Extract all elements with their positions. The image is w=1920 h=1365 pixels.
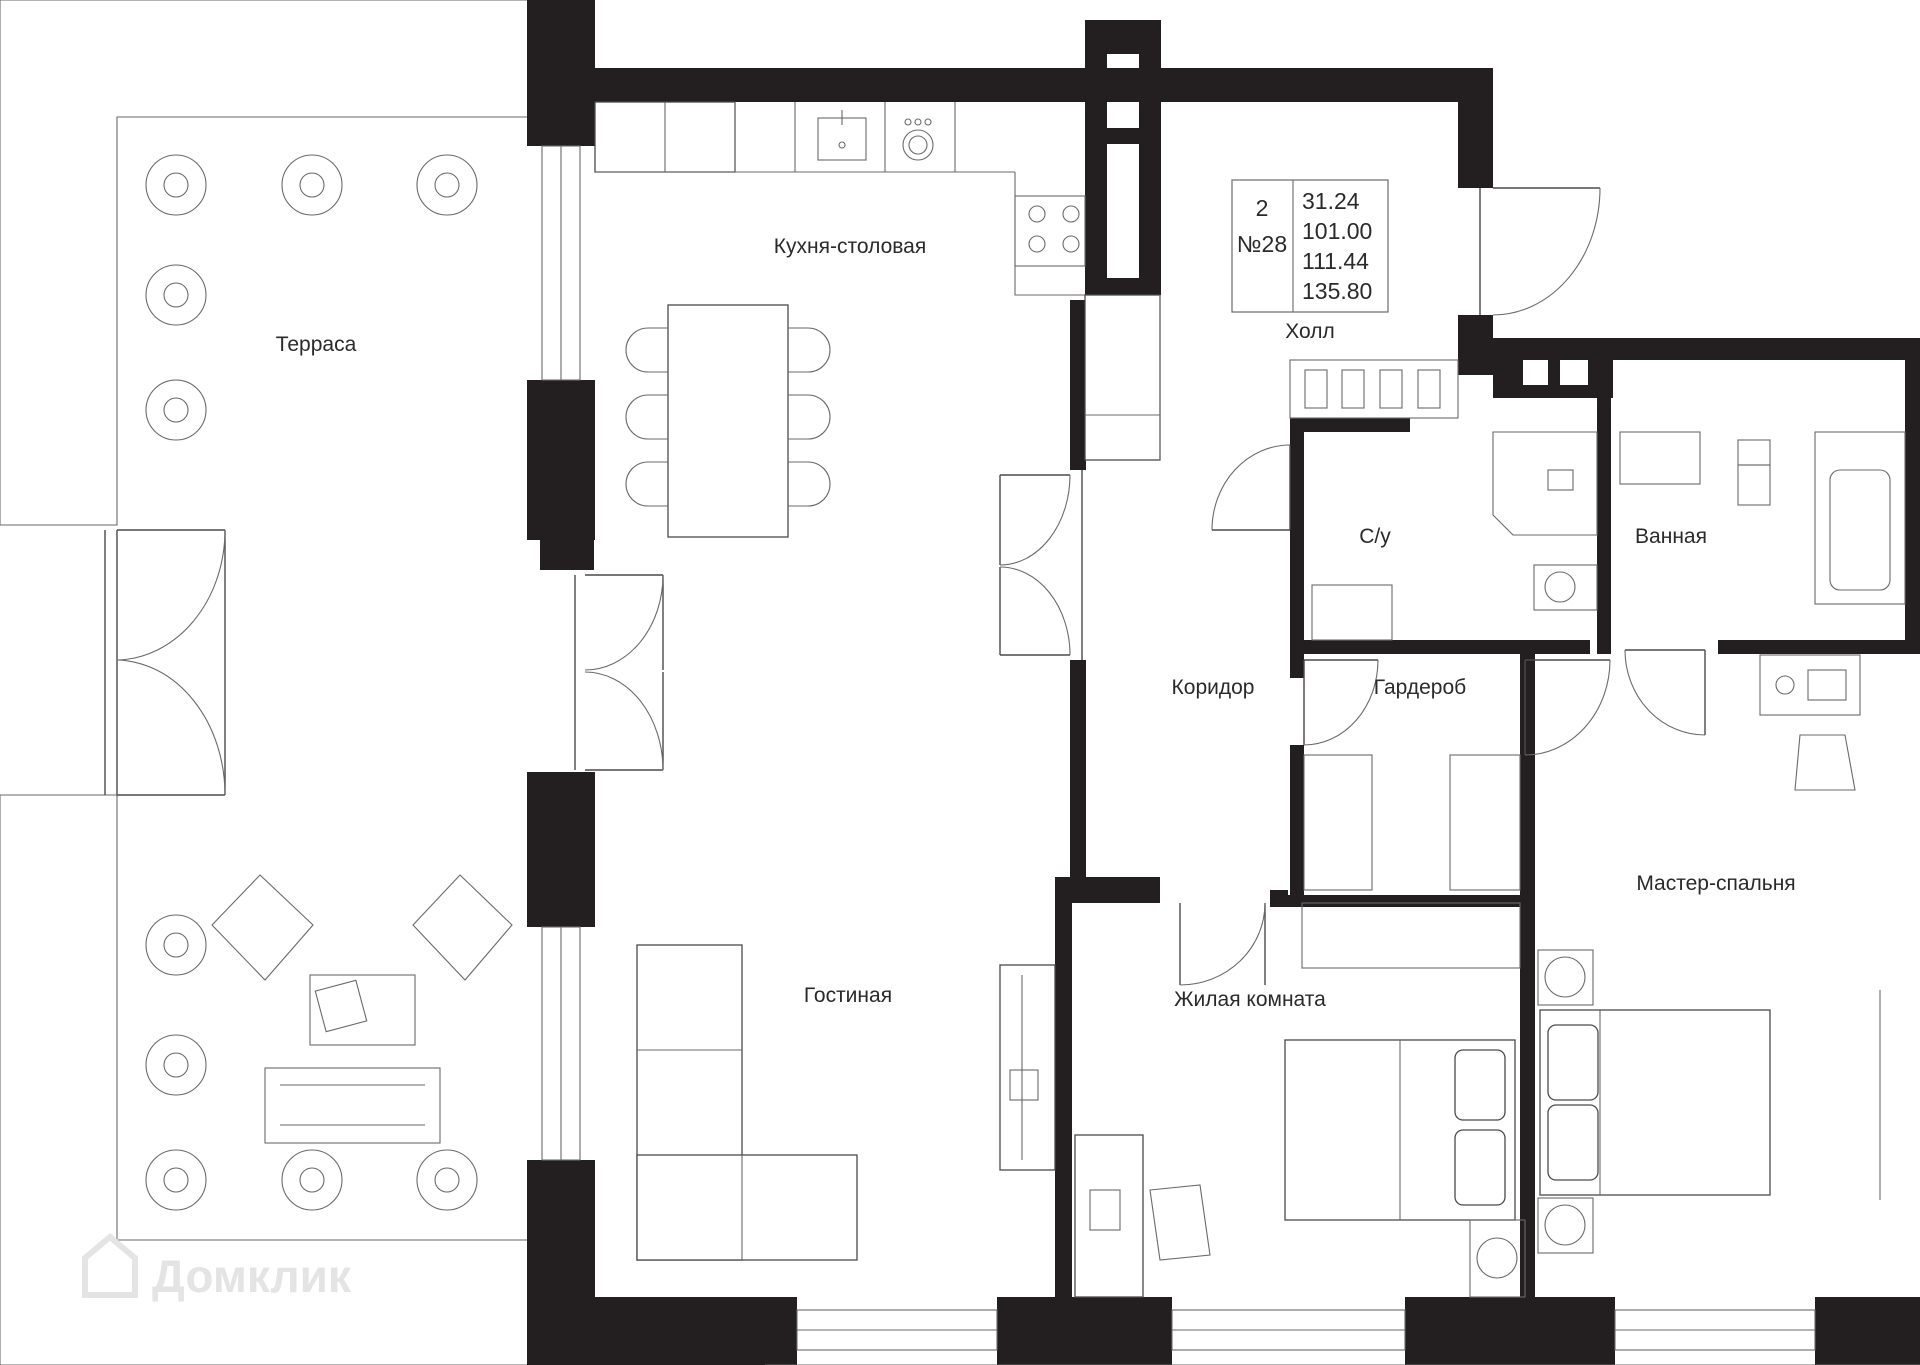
terrace-outline <box>0 0 527 1365</box>
room-label-wc: С/у <box>1359 525 1391 548</box>
room-label-living: Гостиная <box>804 984 892 1007</box>
terrace-furniture <box>145 154 513 1211</box>
flower-pot-icon <box>145 154 478 1211</box>
wardrobe-shelves <box>1303 754 1521 891</box>
area-with-terrace: 135.80 <box>1302 278 1372 304</box>
area-with-balcony: 111.44 <box>1302 248 1369 274</box>
area-living: 31.24 <box>1302 188 1360 214</box>
room-label-corridor: Коридор <box>1172 676 1255 699</box>
watermark: Домклик <box>82 1233 352 1302</box>
room-labels: Терраса Кухня-столовая Холл С/у Ванная К… <box>276 235 1796 1011</box>
room-label-bathroom: Ванная <box>1635 525 1707 548</box>
living-furniture <box>636 944 1056 1261</box>
apartment-number: №28 <box>1237 231 1287 257</box>
doors <box>104 187 1706 986</box>
dining-chairs <box>625 327 831 507</box>
room-label-wardrobe: Гардероб <box>1374 676 1466 699</box>
room-label-hall: Холл <box>1285 320 1335 343</box>
watermark-text: Домклик <box>152 1250 352 1302</box>
room-label-terrace: Терраса <box>276 333 357 356</box>
apartment-info-box: 2 №28 31.24 101.00 111.44 135.80 <box>1231 179 1389 313</box>
kitchen-furniture <box>594 101 1161 538</box>
room-label-kitchen: Кухня-столовая <box>774 235 926 258</box>
rooms-count: 2 <box>1256 195 1269 221</box>
room-label-room: Жилая комната <box>1174 988 1326 1011</box>
area-total: 101.00 <box>1302 218 1372 244</box>
windows <box>541 145 1920 1365</box>
room-furniture <box>1074 902 1526 1298</box>
room-label-master: Мастер-спальня <box>1636 872 1795 895</box>
master-furniture <box>1537 654 1881 1254</box>
walls <box>527 0 1920 1365</box>
